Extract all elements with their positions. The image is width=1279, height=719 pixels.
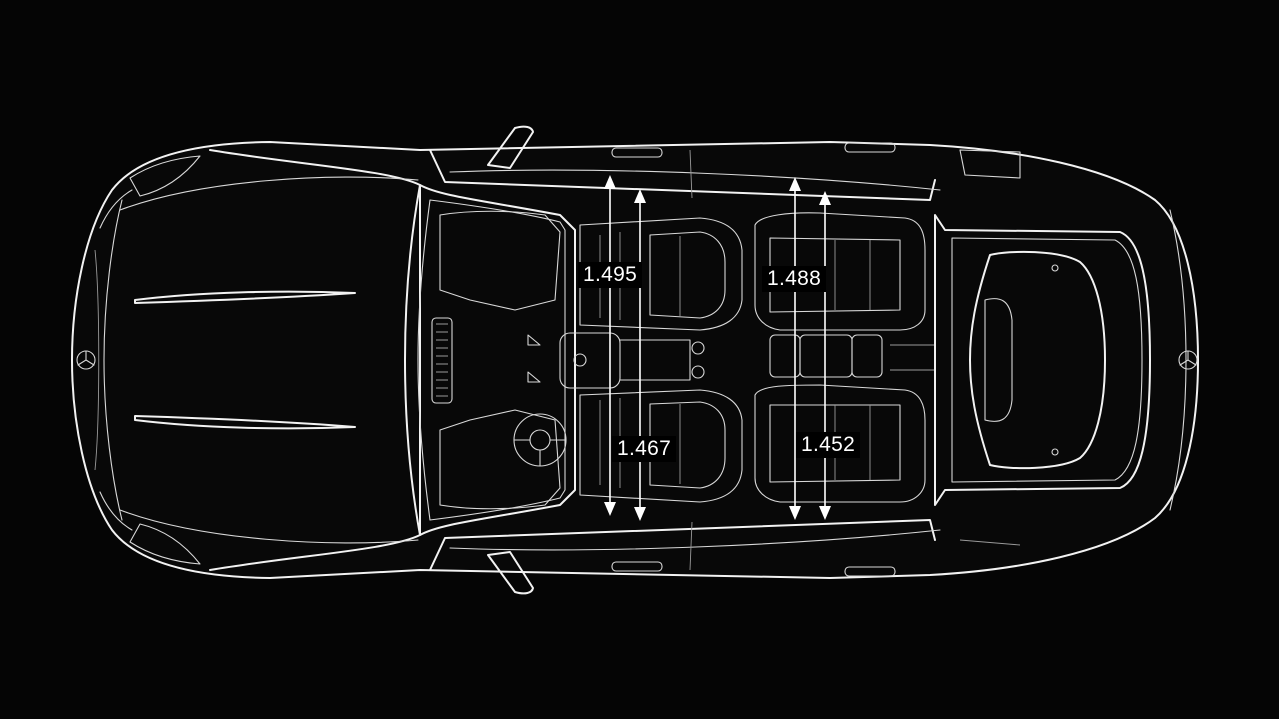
measurement-label: 1.467: [612, 436, 677, 462]
measurement-label: 1.495: [578, 262, 643, 288]
mercedes-star-rear-icon: [1178, 350, 1198, 370]
front-seat-right: [579, 389, 743, 503]
measurement-label: 1.488: [762, 266, 827, 292]
measurement-label: 1.452: [796, 432, 861, 458]
car-body-outline: [71, 141, 1199, 579]
mercedes-star-front-icon: [76, 350, 96, 370]
